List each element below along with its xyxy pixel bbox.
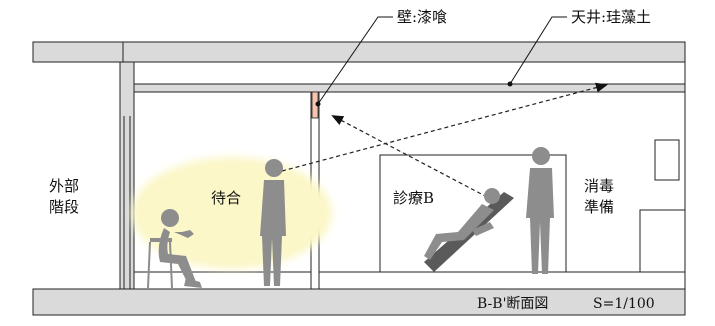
person-reclining-icon [424,188,514,272]
exam-room-frame [379,154,567,273]
person-standing-icon [260,159,286,286]
wall-leader-dot [315,101,321,107]
room-label-waiting: 待合 [211,189,241,207]
light-rays [281,82,608,198]
exterior-wall-left [119,61,135,291]
building-structure [32,41,686,316]
person-seated-icon [147,209,202,289]
ceiling-leader [509,16,567,85]
room-label-outdoor-stairs-1: 外部 [49,177,79,195]
counter-cabinet [639,209,686,273]
stair-roof-stub [32,41,124,63]
wall-callout-label: 壁:漆喰 [397,8,447,26]
wall-leader [317,16,393,105]
wall-cabinet-upper [654,139,680,181]
light-ray-short [331,115,488,198]
section-title: B-B'断面図 [477,296,548,312]
ceiling-leader-dot [507,81,513,87]
room-label-outdoor-stairs-2: 階段 [49,198,79,216]
room-label-disinfect-1: 消毒 [584,177,614,195]
ceiling-board [133,61,686,85]
scale-label: S=1/100 [593,296,655,312]
light-ray-long [281,82,608,172]
ceiling-callout-label: 天井:珪藻土 [571,8,651,26]
callout-leaders [315,16,567,107]
floor-slab [32,288,686,316]
room-label-disinfect-2: 準備 [584,198,614,216]
room-label-exam: 診療B [393,189,434,207]
ceiling-lower-line [133,83,686,93]
person-standing-2-icon [526,147,554,274]
